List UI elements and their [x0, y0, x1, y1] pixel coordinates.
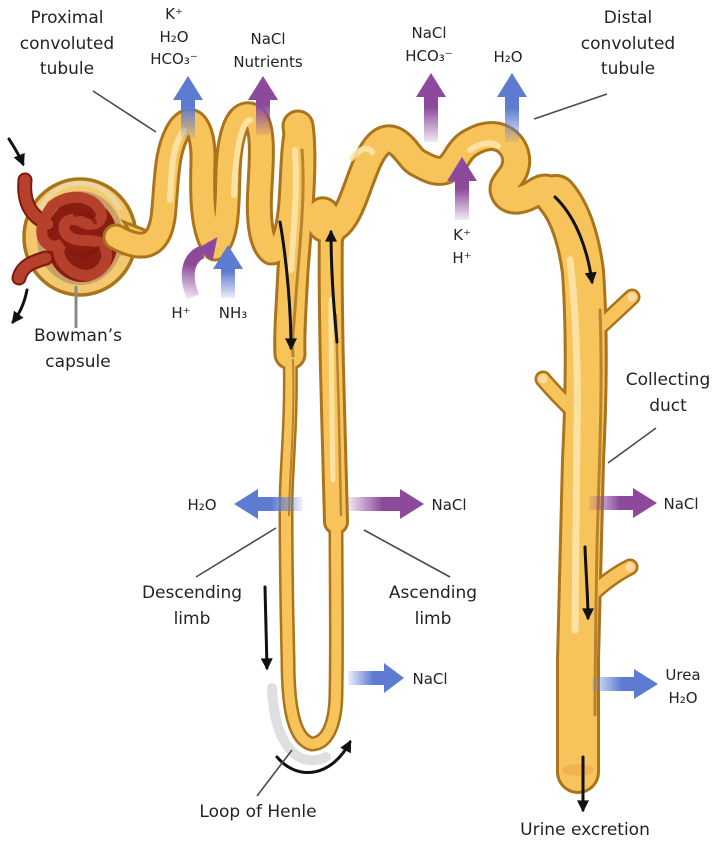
transport-arrows — [173, 73, 658, 699]
secretion-arrow-nh3 — [213, 245, 243, 298]
flow-arrow-into-duct — [553, 195, 597, 285]
flow-arrow-loop-turn — [275, 739, 352, 774]
leader-ascending — [363, 529, 451, 578]
label-nacl-loop: NaCl — [412, 670, 448, 688]
reabsorption-arrow-nacl-nutrients — [248, 76, 278, 135]
leader-distal — [533, 93, 608, 120]
collecting-duct-graphic — [537, 177, 605, 791]
flow-arrow-descending-lower — [260, 585, 273, 671]
label-h-secretion: H⁺ — [171, 304, 191, 322]
label-nacl-collecting: NaCl — [663, 495, 699, 513]
reabsorption-arrow-nacl-collecting — [589, 488, 657, 518]
bowmans-capsule-graphic — [11, 172, 157, 297]
label-urea-h2o: Urea H₂O — [665, 666, 701, 707]
reabsorption-arrow-nacl-hco3 — [416, 73, 446, 142]
flow-arrows — [7, 137, 597, 813]
loop-of-henle-graphic — [281, 349, 342, 749]
flow-arrow-descending — [278, 220, 297, 351]
loop-shadow — [267, 683, 331, 766]
label-nacl-ascending: NaCl — [431, 496, 467, 514]
label-h2o-distal: H₂O — [493, 48, 523, 66]
label-distal-tubule: Distal convoluted tubule — [580, 8, 676, 79]
reabsorption-arrow-h2o-descending — [234, 489, 302, 519]
flow-arrow-blood-out — [11, 288, 29, 324]
label-k-h2o-hco3: K⁺ H₂O HCO₃⁻ — [150, 5, 198, 68]
leader-loop — [256, 749, 293, 797]
leader-collecting — [607, 427, 657, 464]
reabsorption-arrow-urea-h2o — [592, 669, 658, 699]
label-nacl-nutrients: NaCl Nutrients — [233, 30, 303, 71]
leader-proximal — [92, 90, 157, 133]
flow-arrow-ascending — [325, 229, 339, 344]
proximal-tubule-graphic — [105, 104, 309, 263]
label-loop-of-henle: Loop of Henle — [199, 802, 317, 822]
label-urine-excretion: Urine excretion — [520, 820, 650, 840]
label-h2o-descending: H₂O — [187, 496, 217, 514]
secretion-arrow-k-h — [447, 157, 477, 220]
label-nh3-secretion: NH₃ — [218, 304, 248, 322]
collecting-duct-branch — [580, 561, 636, 606]
flow-arrow-blood-in — [7, 137, 25, 167]
flow-arrow-duct — [581, 545, 594, 621]
label-collecting-duct: Collecting duct — [625, 370, 711, 416]
reabsorption-arrow-nacl-loop — [348, 663, 404, 693]
glomerulus-capillaries — [36, 191, 113, 281]
secretion-arrow-h — [181, 246, 206, 300]
reabsorption-arrow-h2o-distal — [497, 73, 527, 142]
label-proximal-tubule: Proximal convoluted tubule — [19, 8, 115, 79]
distal-tubule-graphic — [306, 124, 572, 245]
leader-lines — [74, 90, 657, 797]
reabsorption-arrow-k-h2o-hco3 — [173, 76, 203, 138]
reabsorption-arrow-nacl-ascending — [348, 489, 424, 519]
label-ascending-limb: Ascending limb — [388, 583, 478, 629]
label-descending-limb: Descending limb — [141, 583, 243, 629]
label-nacl-hco3: NaCl HCO₃⁻ — [405, 24, 453, 65]
label-k-h-secretion: K⁺ H⁺ — [452, 226, 472, 267]
efferent-arteriole — [13, 252, 52, 284]
label-bowmans-capsule: Bowman’s capsule — [34, 326, 122, 372]
leader-descending — [195, 527, 277, 578]
